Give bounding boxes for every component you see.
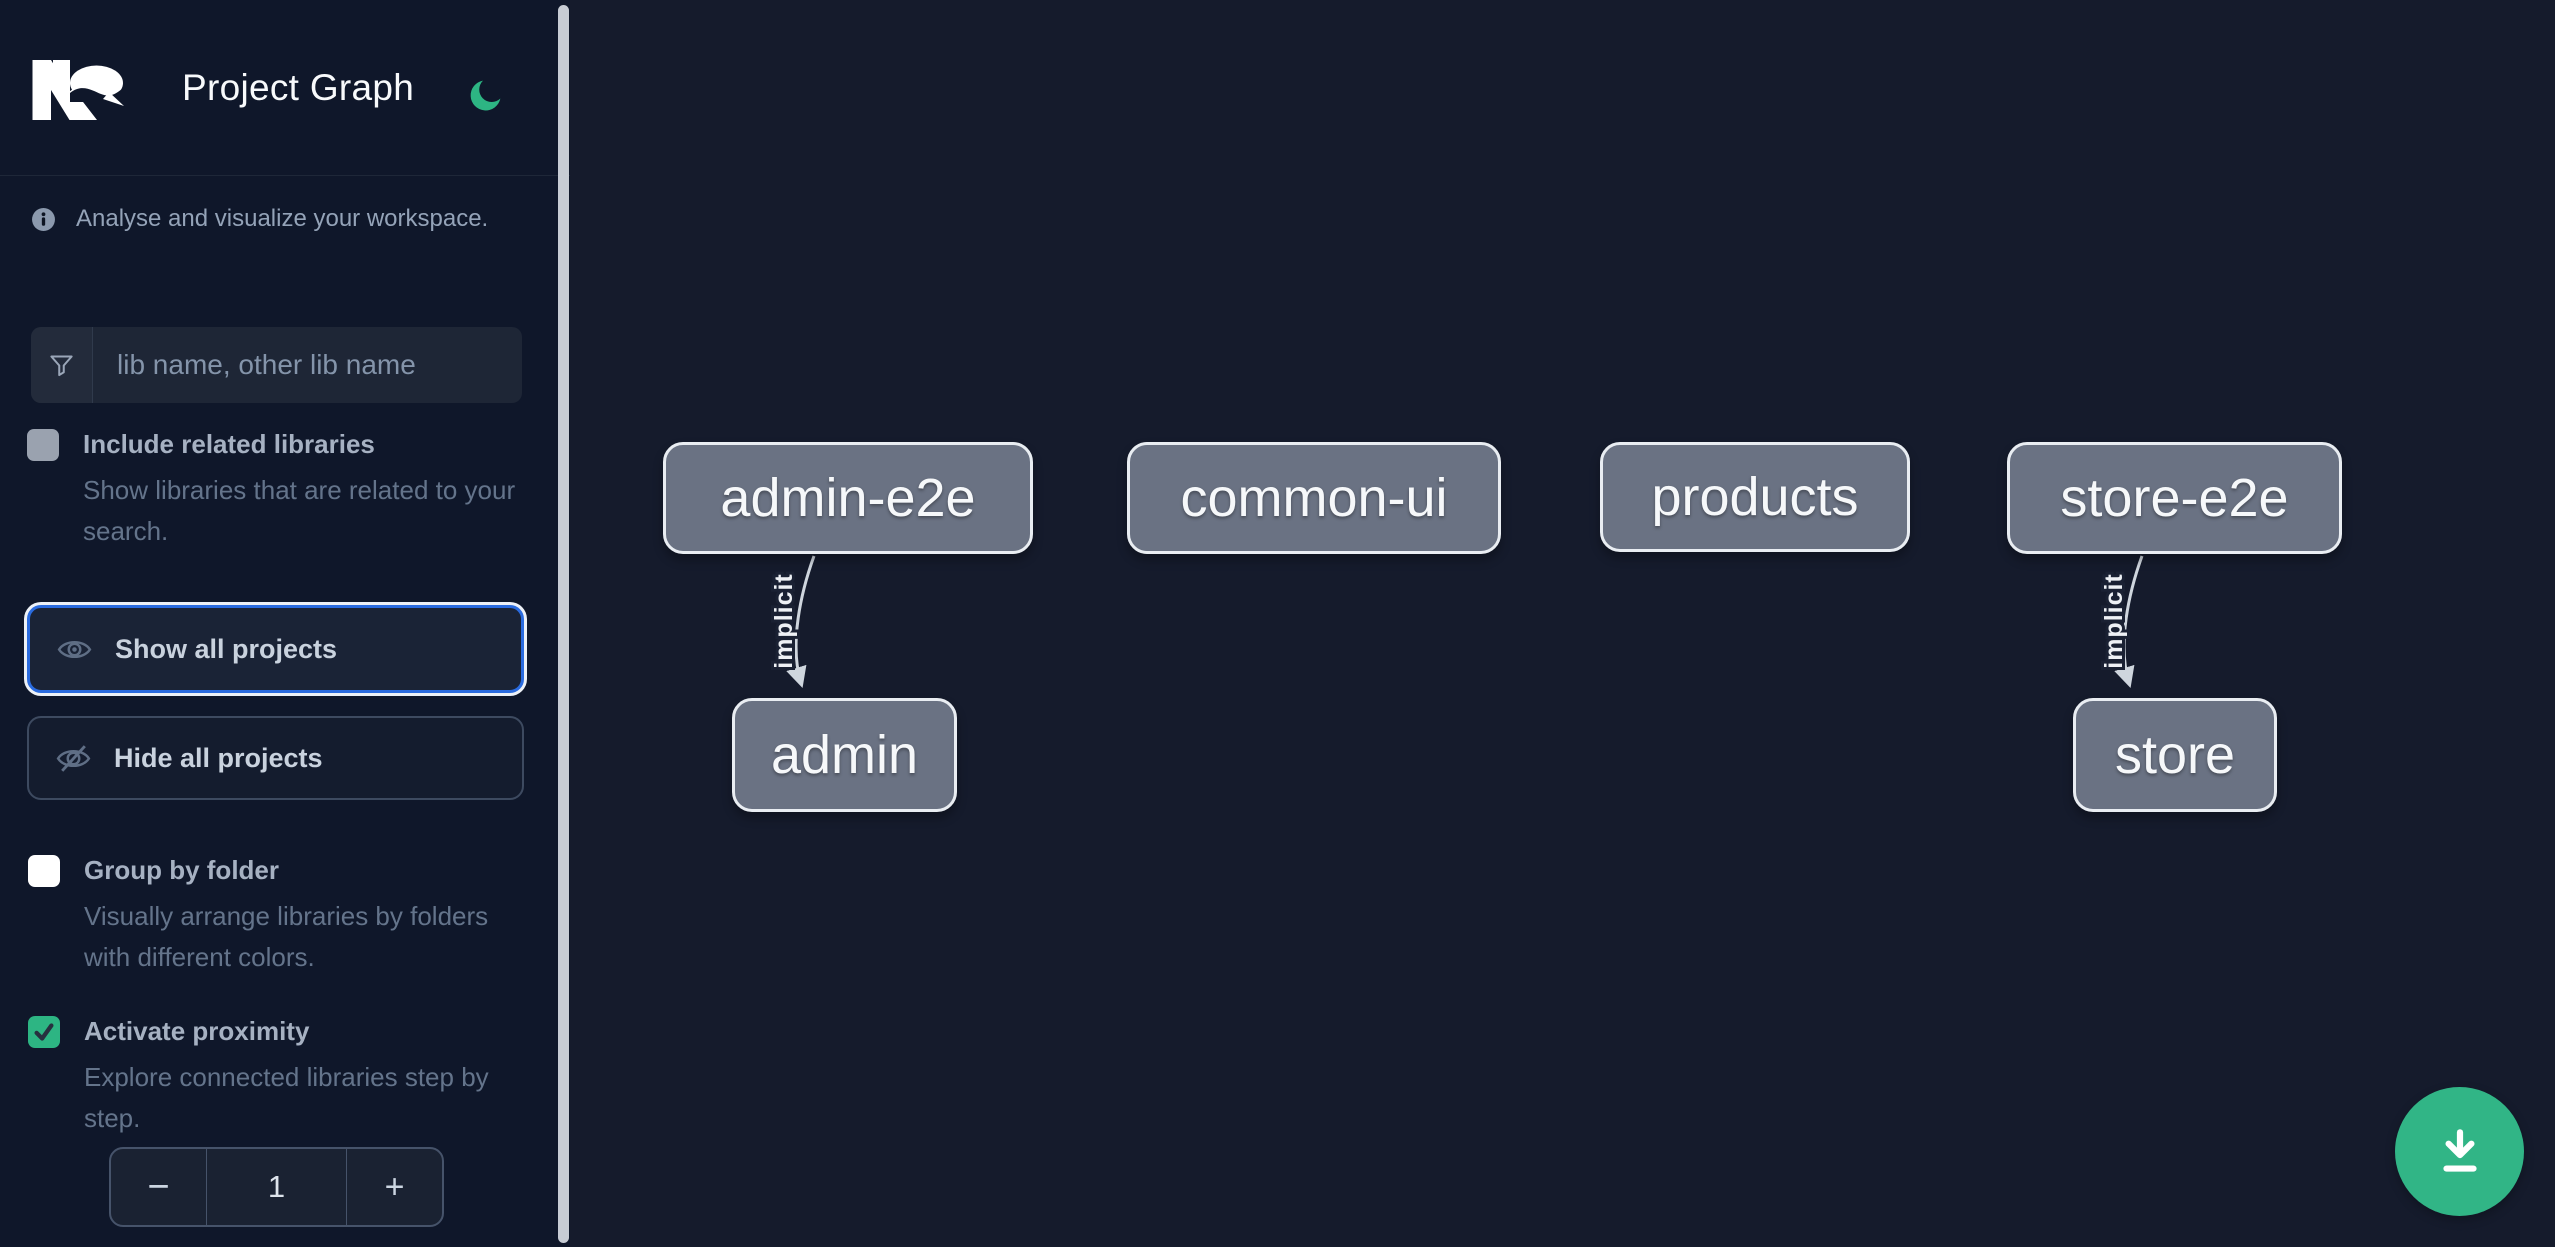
nx-logo-icon xyxy=(32,60,124,120)
checkmark-icon xyxy=(34,1023,54,1041)
project-node-admin[interactable]: admin xyxy=(732,698,957,812)
page-title: Project Graph xyxy=(182,67,415,108)
info-icon xyxy=(32,207,55,231)
group-by-folder-description: Visually arrange libraries by folders wi… xyxy=(84,901,489,972)
include-related-description: Show libraries that are related to your … xyxy=(83,475,516,546)
sidebar: Project Graph Analyse and visualize your… xyxy=(0,0,570,1247)
show-all-projects-label: Show all projects xyxy=(115,633,338,664)
download-icon xyxy=(2442,1128,2477,1172)
show-all-projects-button[interactable]: Show all projects xyxy=(27,605,524,693)
stepper-value: 1 xyxy=(267,1169,286,1204)
activate-proximity-checkbox[interactable] xyxy=(28,1016,60,1048)
tagline-text: Analyse and visualize your workspace. xyxy=(76,205,489,232)
filter-funnel-icon xyxy=(31,327,93,403)
hide-all-projects-button[interactable]: Hide all projects xyxy=(27,716,524,800)
project-node-store-e2e[interactable]: store-e2e xyxy=(2007,442,2342,554)
dependency-edges: implicit implicit xyxy=(767,555,2144,689)
graph-canvas[interactable]: implicit implicit admin-e2e common-ui pr… xyxy=(570,0,2555,1247)
group-by-folder-label[interactable]: Group by folder xyxy=(84,855,279,885)
activate-proximity-row: Activate proximity Explore connected lib… xyxy=(28,1015,532,1139)
edge-label-implicit[interactable]: implicit xyxy=(767,570,801,672)
edge-store-e2e-to-store xyxy=(2114,555,2144,689)
eye-off-icon xyxy=(56,744,91,772)
sidebar-header: Project Graph xyxy=(0,0,570,176)
stepper-decrement-button[interactable]: − xyxy=(111,1149,207,1225)
eye-icon xyxy=(57,640,92,658)
edge-admin-e2e-to-admin xyxy=(786,555,816,689)
hide-all-projects-label: Hide all projects xyxy=(114,742,323,773)
include-related-row: Include related libraries Show libraries… xyxy=(27,428,531,552)
include-related-checkbox[interactable] xyxy=(27,429,59,461)
group-by-folder-checkbox[interactable] xyxy=(28,855,60,887)
download-image-button[interactable] xyxy=(2395,1087,2524,1216)
project-node-products[interactable]: products xyxy=(1600,442,1910,552)
project-node-store[interactable]: store xyxy=(2073,698,2277,812)
stepper-increment-button[interactable]: + xyxy=(346,1149,442,1225)
project-node-common-ui[interactable]: common-ui xyxy=(1127,442,1501,554)
group-by-folder-row: Group by folder Visually arrange librari… xyxy=(28,854,532,978)
activate-proximity-description: Explore connected libraries step by step… xyxy=(84,1062,489,1133)
activate-proximity-label[interactable]: Activate proximity xyxy=(84,1016,310,1046)
proximity-depth-stepper: − 1 + xyxy=(109,1147,444,1227)
sidebar-scrollbar[interactable] xyxy=(558,5,569,1243)
search-input[interactable] xyxy=(93,327,522,403)
workspace-tagline: Analyse and visualize your workspace. xyxy=(31,205,488,233)
project-node-admin-e2e[interactable]: admin-e2e xyxy=(663,442,1033,554)
include-related-label[interactable]: Include related libraries xyxy=(83,429,375,459)
dark-mode-toggle-moon-icon[interactable] xyxy=(468,76,505,113)
edge-label-implicit[interactable]: implicit xyxy=(2097,570,2131,672)
search-filter xyxy=(31,327,522,403)
